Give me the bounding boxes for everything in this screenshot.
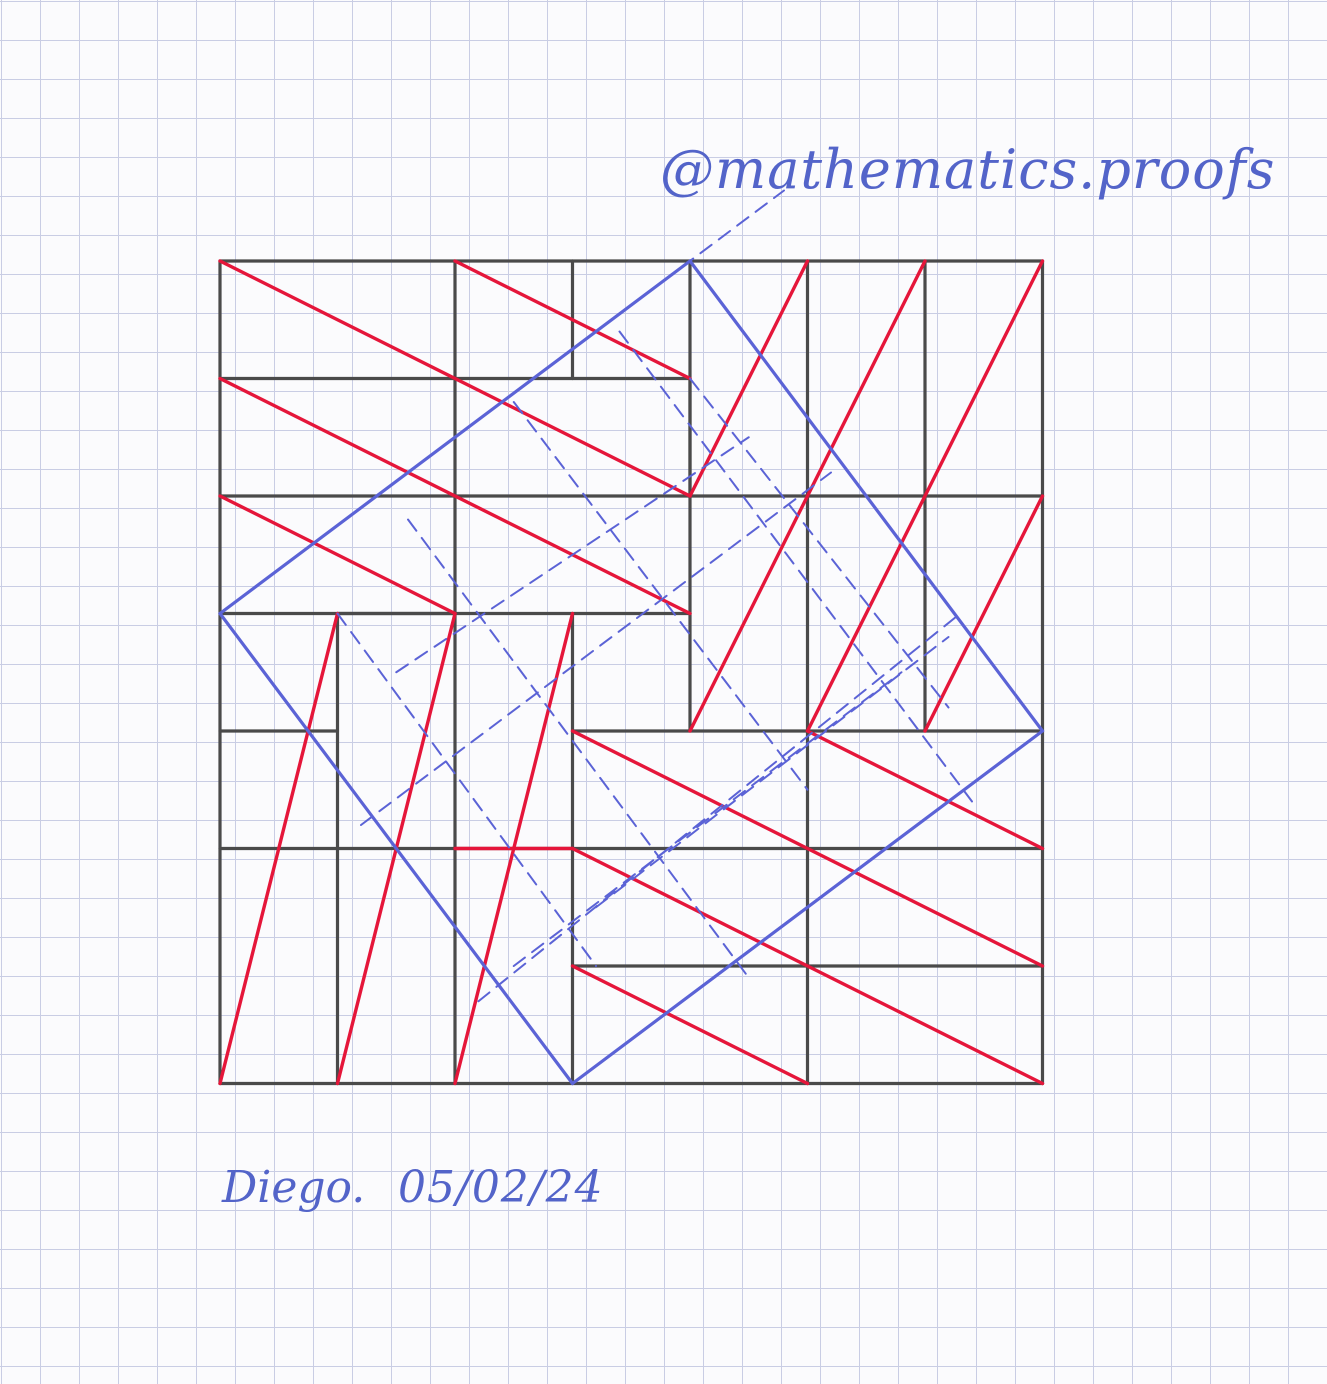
blue-dashed-line: [477, 612, 962, 1003]
red-line: [218, 376, 692, 616]
red-line: [218, 611, 340, 1086]
black-frame-lines: [218, 259, 1045, 1086]
blue-dashed-line: [689, 377, 950, 709]
blue-line: [570, 729, 1045, 1086]
red-line: [218, 259, 692, 498]
blue-line: [688, 259, 1045, 733]
blue-dashed-line: [512, 401, 809, 791]
signature: Diego.: [222, 1162, 366, 1213]
blue-dashed-line: [618, 330, 973, 803]
blue-dashed-line: [360, 471, 832, 826]
red-line: [923, 494, 1045, 733]
red-line: [805, 729, 1045, 851]
blue-dashed-line: [407, 518, 750, 979]
red-line: [570, 964, 810, 1086]
blue-dashed-line: [595, 636, 950, 909]
blue-line: [218, 611, 575, 1086]
red-line: [805, 259, 1045, 733]
blue-dashed-line: [395, 436, 750, 674]
red-line: [688, 259, 927, 733]
handle-annotation: @mathematics.proofs: [660, 138, 1276, 201]
blue-dashed-lines: [313, 189, 973, 1003]
red-line: [453, 259, 692, 381]
red-line: [570, 846, 1045, 1086]
blue-dashed-line: [313, 189, 785, 544]
date-annotation: 05/02/24: [398, 1162, 604, 1213]
blue-dashed-line: [512, 671, 903, 967]
red-line: [688, 259, 810, 498]
blue-dashed-line: [336, 612, 597, 967]
red-line: [218, 494, 457, 616]
red-line: [570, 729, 1045, 968]
red-diagonal-lines: [218, 259, 1045, 1086]
blue-square-lines: [218, 259, 1045, 1086]
